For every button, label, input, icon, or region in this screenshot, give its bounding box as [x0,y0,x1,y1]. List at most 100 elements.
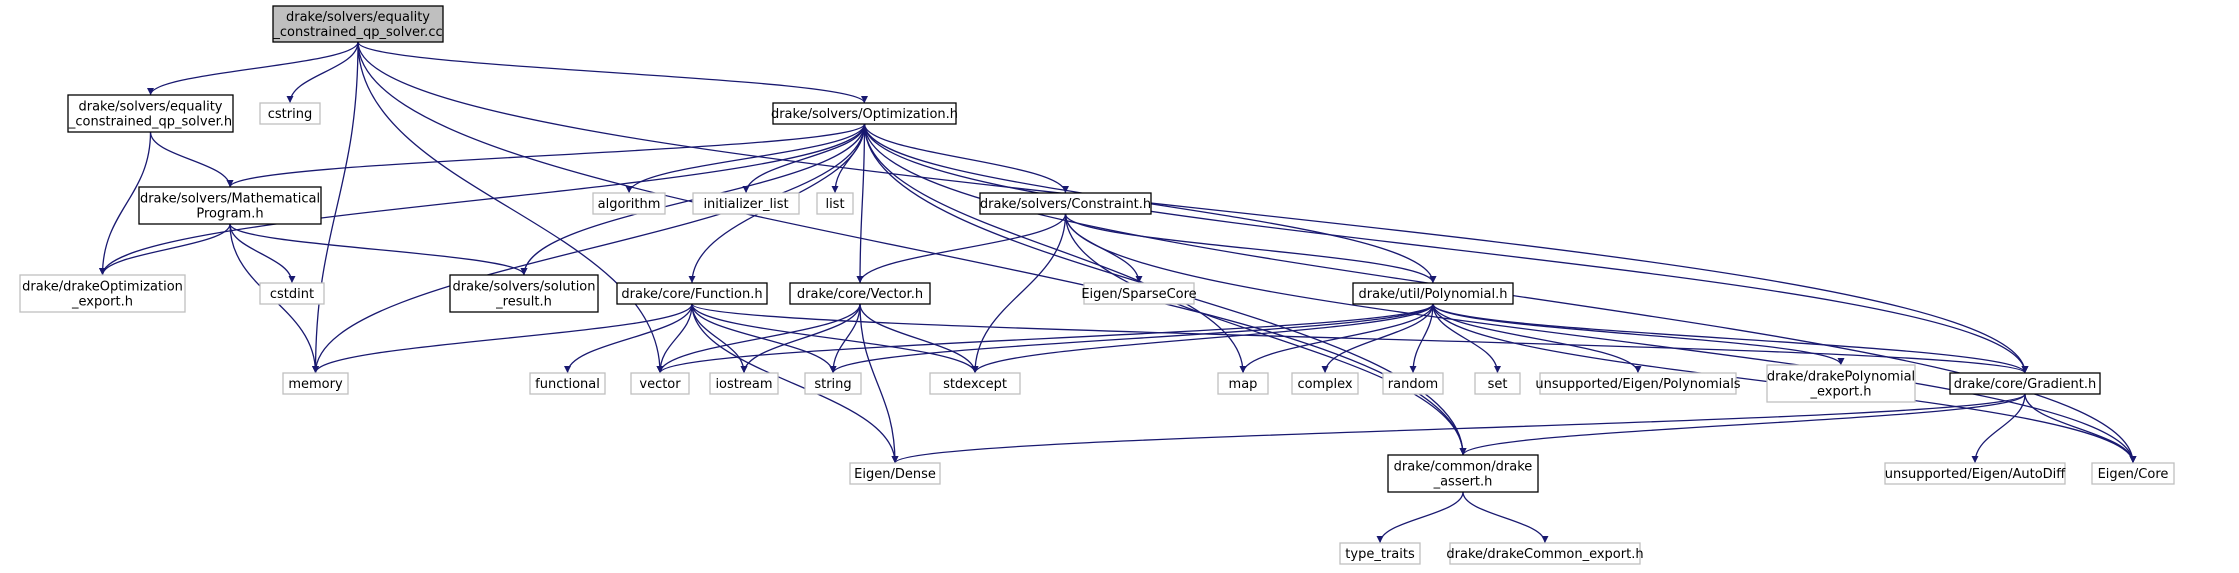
node-label-line: algorithm [598,197,661,212]
edge-group [357,41,2029,374]
node-initlist: initializer_list [692,192,800,215]
edge-group [859,303,899,464]
edge-group [656,303,861,374]
edge-group [1321,303,1434,374]
include-edge-root-to-eq_h [147,41,359,96]
node-vector: vector [630,372,690,395]
node-box [929,372,1021,395]
node-box [979,192,1152,215]
edge-group [564,303,693,374]
node-grad-h[interactable]: drake/core/Gradient.h [1949,372,2101,395]
include-edge-assert_h-to-traits [1376,491,1464,544]
node-label-line: _export.h [1810,385,1872,400]
include-edge-poly_h-to-complex [1321,303,1434,374]
node-dpe: drake/drakePolynomial_export.h [1766,364,1916,403]
edge-group [829,303,861,374]
node-vec-h[interactable]: drake/core/Vector.h [789,282,931,305]
node-dense: Eigen/Dense [849,462,941,485]
node-label-line: stdexcept [943,377,1007,392]
edge-group [312,123,866,374]
node-con-h[interactable]: drake/solvers/Constraint.h [979,192,1152,215]
node-box [259,102,321,125]
node-assert-h[interactable]: drake/common/drake_assert.h [1387,454,1539,493]
edge-group [1432,303,1642,374]
node-box [259,282,325,305]
edge-group [1239,303,1434,374]
edge-group [691,303,2029,374]
node-label-line: drake/solvers/solution [452,280,595,295]
node-label-line: _assert.h [1433,475,1493,490]
node-box [272,5,444,43]
node-label-line: drake/solvers/Mathematical [140,192,320,207]
node-label-line: initializer_list [703,197,788,212]
edge-group [229,223,296,284]
edge-group [863,123,1069,194]
node-box [709,372,779,395]
include-edge-opt_h-to-initlist [742,123,866,194]
include-edge-opt_h-to-memory [312,123,866,374]
edge-group [971,213,1067,374]
node-box [1339,542,1421,565]
node-label-line: Eigen/Dense [854,467,936,482]
node-dce: drake/drakeCommon_export.h [1446,542,1644,565]
include-edge-opt_h-to-vec_h [856,123,866,284]
edge-group [691,303,899,464]
node-eq-h[interactable]: drake/solvers/equality_constrained_qp_so… [67,94,234,133]
node-sol-h[interactable]: drake/solvers/solution_result.h [449,274,599,313]
node-label-line: random [1388,377,1438,392]
node-poly-h[interactable]: drake/util/Polynomial.h [1352,282,1514,305]
edge-group [625,123,866,194]
edge-group [226,123,866,188]
include-edge-grad_h-to-uead [1971,393,2026,464]
node-label-line: _export.h [71,295,133,310]
node-label-line: unsupported/Eigen/AutoDiff [1885,467,2067,482]
node-label-line: drake/solvers/Constraint.h [980,197,1151,212]
node-label-line: _constrained_qp_solver.cc [272,25,442,40]
include-edge-poly_h-to-stdexcept [971,303,1434,374]
edge-group [859,303,979,374]
include-edge-poly_h-to-string [829,303,1434,374]
edge-group [1064,213,2137,464]
edge-group [1462,491,1549,544]
node-label-line: _result.h [495,295,552,310]
node-opt-h[interactable]: drake/solvers/Optimization.h [771,102,958,125]
edge-group [286,41,359,104]
node-label-line: drake/core/Vector.h [797,287,923,302]
edge-group [863,123,1247,374]
edge-group [229,223,528,276]
node-box [1382,372,1444,395]
include-edge-opt_h-to-map [863,123,1247,374]
node-uepoly: unsupported/Eigen/Polynomials [1535,372,1741,395]
node-box [772,102,957,125]
include-edge-vec_h-to-string [829,303,861,374]
node-box [2091,462,2175,485]
node-box [1083,282,1195,305]
edge-group [149,131,234,188]
edge-group [1064,213,1437,284]
include-edge-mp_h-to-cstdint [229,223,296,284]
node-label-line: Eigen/SparseCore [1081,287,1196,302]
edge-group [740,303,861,374]
include-edge-opt_h-to-dox [99,123,866,276]
node-stdexcept: stdexcept [929,372,1021,395]
include-edge-grad_h-to-dense [891,393,2026,464]
node-box [1449,542,1641,565]
include-edge-poly_h-to-uepoly [1432,303,1642,374]
node-root[interactable]: drake/solvers/equality_constrained_qp_so… [272,5,444,43]
edge-group [1432,303,1501,374]
node-box [692,192,800,215]
edge-group [691,303,979,374]
node-label-line: type_traits [1345,547,1415,562]
edge-group [147,41,359,96]
node-box [1949,372,2101,395]
edge-group [1971,393,2026,464]
include-edge-opt_h-to-list [831,123,866,194]
node-box [19,274,186,313]
node-box [849,462,941,485]
node-box [616,282,768,305]
include-edge-root-to-memory [312,41,359,374]
edge-group [742,123,866,194]
node-func-h[interactable]: drake/core/Function.h [616,282,768,305]
include-edge-poly_h-to-map [1239,303,1434,374]
